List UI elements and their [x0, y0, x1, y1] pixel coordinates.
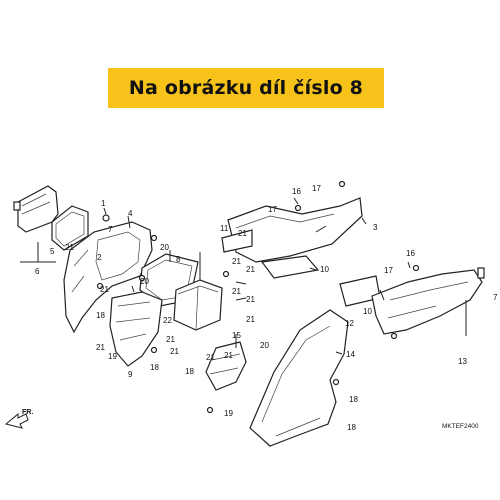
callout-21k: 21 [224, 351, 233, 360]
callout-18d: 18 [349, 395, 358, 404]
callout-1: 1 [101, 199, 106, 208]
banner-text: Na obrázku díl číslo 8 [128, 77, 364, 99]
callout-21f: 21 [238, 229, 247, 238]
title-banner: Na obrázku díl číslo 8 [108, 68, 384, 108]
callout-10a: 10 [320, 265, 329, 274]
callout-17c: 17 [384, 266, 393, 275]
part-8-box [173, 279, 223, 331]
callout-21d: 21 [166, 335, 175, 344]
callout-21j: 21 [246, 315, 255, 324]
callout-16a: 16 [292, 187, 301, 196]
callout-18e: 18 [347, 423, 356, 432]
part-front-cover [249, 309, 349, 447]
callout-7b: 7 [493, 293, 498, 302]
callout-19b: 19 [224, 409, 233, 418]
diagram-code: MKTEF2400 [442, 423, 479, 430]
callout-20b: 20 [140, 277, 149, 286]
fasteners [96, 180, 420, 414]
callout-15: 15 [232, 331, 241, 340]
callout-14: 14 [346, 350, 355, 359]
callout-16b: 16 [406, 249, 415, 258]
callout-18a: 18 [96, 311, 105, 320]
callout-12: 12 [345, 319, 354, 328]
callout-19a: 19 [108, 352, 117, 361]
part-right-cover [339, 267, 485, 335]
callout-2: 2 [97, 253, 102, 262]
callout-21h: 21 [232, 287, 241, 296]
front-arrow: FR. [4, 409, 33, 429]
callout-3: 3 [373, 223, 378, 232]
front-label: FR. [22, 409, 33, 416]
callout-8: 8 [176, 255, 181, 264]
callout-22: 22 [163, 316, 172, 325]
callout-10b: 10 [363, 307, 372, 316]
callout-21c: 21 [96, 343, 105, 352]
callout-21m: 21 [246, 265, 255, 274]
callout-4: 4 [128, 209, 133, 218]
callout-5: 5 [50, 247, 55, 256]
callout-labels: 1 2 3 4 5 6 7 7 8 9 10 10 11 12 13 14 15… [35, 184, 498, 432]
callout-13: 13 [458, 357, 467, 366]
callout-17b: 17 [268, 205, 277, 214]
callout-18c: 18 [185, 367, 194, 376]
callout-21l: 21 [206, 353, 215, 362]
callout-21a: 21 [65, 243, 74, 252]
part-inner-cover [63, 221, 153, 334]
callout-18b: 18 [150, 363, 159, 372]
callout-21g: 21 [232, 257, 241, 266]
callout-17a: 17 [312, 184, 321, 193]
callout-9: 9 [128, 370, 133, 379]
part-side-panel-left [13, 185, 59, 233]
callout-20a: 20 [160, 243, 169, 252]
callout-6: 6 [35, 267, 40, 276]
callout-11: 11 [220, 224, 229, 233]
callout-21i: 21 [246, 295, 255, 304]
part-upper-panel [221, 197, 363, 279]
callout-21e: 21 [170, 347, 179, 356]
part-lower-bracket [109, 291, 163, 367]
leader-lines [20, 197, 467, 355]
callout-7a: 7 [108, 225, 113, 234]
callout-20c: 20 [260, 341, 269, 350]
part-small-bracket [205, 341, 247, 391]
callout-21b: 21 [100, 285, 109, 294]
